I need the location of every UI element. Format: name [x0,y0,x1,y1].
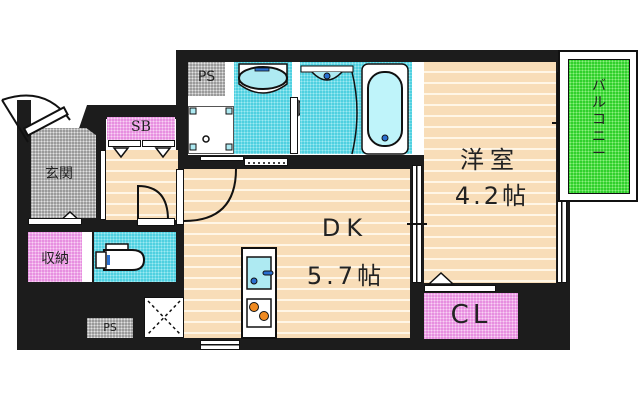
wall-left-entrance [17,100,31,290]
hallway-door-icon [137,184,169,221]
hallway-floor [106,150,178,220]
shoe-box-door-right [142,140,175,147]
pipe-space-top [188,62,225,96]
balcony-label: バルコニー [592,78,606,162]
entrance-threshold [28,218,82,225]
shoe-box-label: SB [131,119,151,135]
wall-top-wet [176,50,426,62]
wall-top-sb [92,105,182,119]
dk-name-label: DK [321,214,369,242]
sink-icon [246,256,274,290]
washroom-door [290,97,298,154]
washroom-vent [244,158,288,166]
pipe-space-bottom [87,318,133,338]
washing-machine-icon [189,107,233,151]
closet [424,293,518,339]
closet-arrow-icon [427,271,455,285]
entrance-area [31,128,96,218]
pipe-space-bottom-label: PS [103,321,117,334]
washbasin-icon [238,63,288,94]
wall-bottom-dk [180,338,420,350]
bath-faucet-icon [300,65,358,155]
storage-label: 収納 [41,251,69,267]
hallway-door-opening [137,218,175,226]
wall-top-western [410,50,570,62]
dk-window-bottom [200,340,240,350]
dk-door-icon [183,168,237,222]
dk-door-jamb [176,169,184,225]
western-window-lower [557,200,567,283]
stove-icon [246,298,272,328]
western-room-size-label: 4.2帖 [454,182,530,210]
pipe-space-top-label: PS [197,69,216,85]
sliding-door-handle [407,223,427,225]
wall-left-wet [176,50,188,160]
entrance-label: 玄関 [45,166,73,182]
dk-floor [184,169,410,338]
balcony [568,59,630,194]
storage-closet [28,232,82,282]
shoe-box-door-left [108,140,141,147]
western-room-name-label: 洋室 [460,146,520,174]
wall-toilet-dk [176,225,184,345]
vanity-shelf [200,156,244,161]
dk-size-label: 5.7帖 [306,262,386,290]
bathtub-icon [361,63,409,155]
hallway-wall-left [100,150,106,220]
shoe-box-arrow-icons [112,147,172,159]
shaft-x-icon [147,300,181,335]
closet-label: CL [450,300,492,330]
entrance-door-icon [1,94,71,143]
shoe-box [107,117,175,140]
western-room-floor [424,62,556,283]
closet-door [424,285,496,292]
toilet-icon [95,243,146,271]
